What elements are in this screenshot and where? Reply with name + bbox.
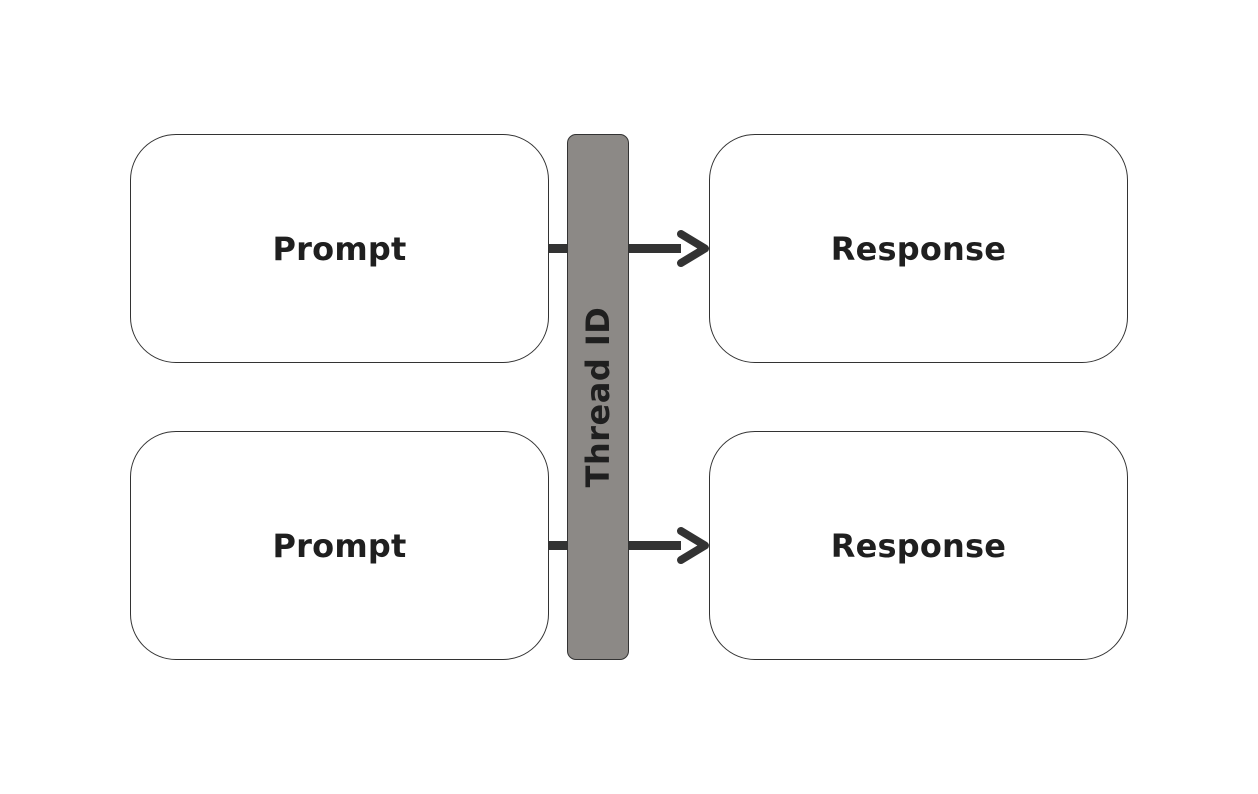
- response-box-2: Response: [709, 431, 1128, 660]
- prompt-box-1: Prompt: [130, 134, 549, 363]
- prompt-label-1: Prompt: [272, 229, 407, 268]
- response-label-1: Response: [830, 229, 1007, 268]
- connector-stub-2: [549, 541, 567, 550]
- response-box-1: Response: [709, 134, 1128, 363]
- prompt-label-2: Prompt: [272, 526, 407, 565]
- connector-arrow-shaft-2: [629, 541, 681, 550]
- connector-stub-1: [549, 244, 567, 253]
- connector-arrow-shaft-1: [629, 244, 681, 253]
- response-label-2: Response: [830, 526, 1007, 565]
- connector-arrowhead-2: [677, 527, 709, 564]
- thread-id-label: Thread ID: [579, 306, 617, 488]
- thread-id-bar: [567, 134, 629, 660]
- connector-arrowhead-1: [677, 230, 709, 267]
- prompt-box-2: Prompt: [130, 431, 549, 660]
